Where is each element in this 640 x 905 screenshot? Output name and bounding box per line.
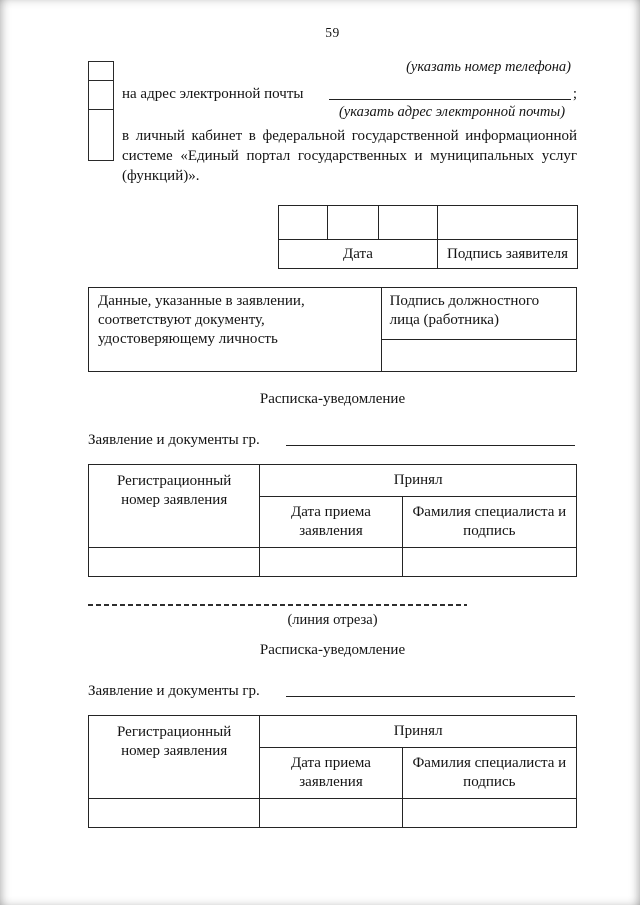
- cut-dashed-line: [88, 604, 467, 606]
- specialist-cell-1: [401, 547, 578, 577]
- checkbox-portal-option: [88, 109, 114, 161]
- receipt-heading-2: Расписка-уведомление: [259, 642, 406, 658]
- date-accepted-cell-2: [259, 798, 403, 828]
- accepted-header-1: Принял: [259, 464, 577, 497]
- signature-label: Подпись заявителя: [437, 239, 578, 269]
- accepted-header-2: Принял: [259, 715, 577, 748]
- documents-line-2: Заявление и документы гр.: [88, 676, 577, 700]
- date-accepted-header-1: Дата приема заявления: [259, 496, 403, 548]
- notification-options-block: (указать номер телефона) на адрес электр…: [88, 56, 577, 186]
- identity-statement: Данные, указанные в заявлении, соответст…: [88, 287, 382, 372]
- date-accepted-cell-1: [259, 547, 403, 577]
- reg-number-cell-2: [87, 798, 261, 828]
- portal-option-label: в личный кабинет в федеральной государст…: [122, 128, 577, 184]
- checkbox-email-option: [88, 79, 114, 111]
- specialist-cell-2: [401, 798, 578, 828]
- reg-number-header-1: Регистрационный номер заявления: [87, 464, 261, 548]
- documents-blank-field-2: [285, 696, 575, 697]
- date-accepted-header-2: Дата приема заявления: [259, 747, 403, 799]
- email-separator: ;: [572, 86, 577, 102]
- option-checkbox-column: [88, 56, 115, 186]
- specialist-header-1: Фамилия специалиста и подпись: [401, 496, 578, 548]
- reg-number-cell-1: [87, 547, 261, 577]
- date-cell-3: [378, 205, 438, 240]
- email-blank-field: [329, 99, 571, 100]
- email-caption: (указать адрес электронной почты): [338, 104, 566, 120]
- documents-blank-field-1: [285, 445, 575, 446]
- documents-label-1: Заявление и документы гр.: [88, 432, 260, 448]
- date-signature-table: Дата Подпись заявителя: [278, 205, 578, 269]
- date-cell-2: [327, 205, 379, 240]
- email-option-line: на адрес электронной почты ;: [122, 79, 577, 103]
- checkbox-phone-option: [88, 61, 114, 81]
- email-option-label: на адрес электронной почты: [122, 86, 304, 102]
- specialist-header-2: Фамилия специалиста и подпись: [401, 747, 578, 799]
- official-signature-label: Подпись должностного лица (работника): [380, 287, 578, 340]
- receipt-table-1: Регистрационный номер заявления Принял Д…: [87, 464, 578, 577]
- identity-check-table: Данные, указанные в заявлении, соответст…: [88, 287, 578, 372]
- page-number: 59: [325, 25, 340, 40]
- date-cell-1: [278, 205, 328, 240]
- cut-line-block: (линия отреза): [88, 604, 577, 629]
- receipt-table-2: Регистрационный номер заявления Принял Д…: [87, 715, 578, 828]
- official-signature-cell: [380, 339, 578, 372]
- phone-caption: (указать номер телефона): [406, 59, 571, 75]
- receipt-heading-1: Расписка-уведомление: [259, 391, 406, 407]
- option-text-column: (указать номер телефона) на адрес электр…: [122, 56, 577, 186]
- reg-number-header-2: Регистрационный номер заявления: [87, 715, 261, 799]
- date-label: Дата: [278, 239, 438, 269]
- documents-label-2: Заявление и документы гр.: [88, 683, 260, 699]
- documents-line-1: Заявление и документы гр.: [88, 425, 577, 449]
- signature-cell: [437, 205, 578, 240]
- cut-line-caption: (линия отреза): [287, 612, 378, 628]
